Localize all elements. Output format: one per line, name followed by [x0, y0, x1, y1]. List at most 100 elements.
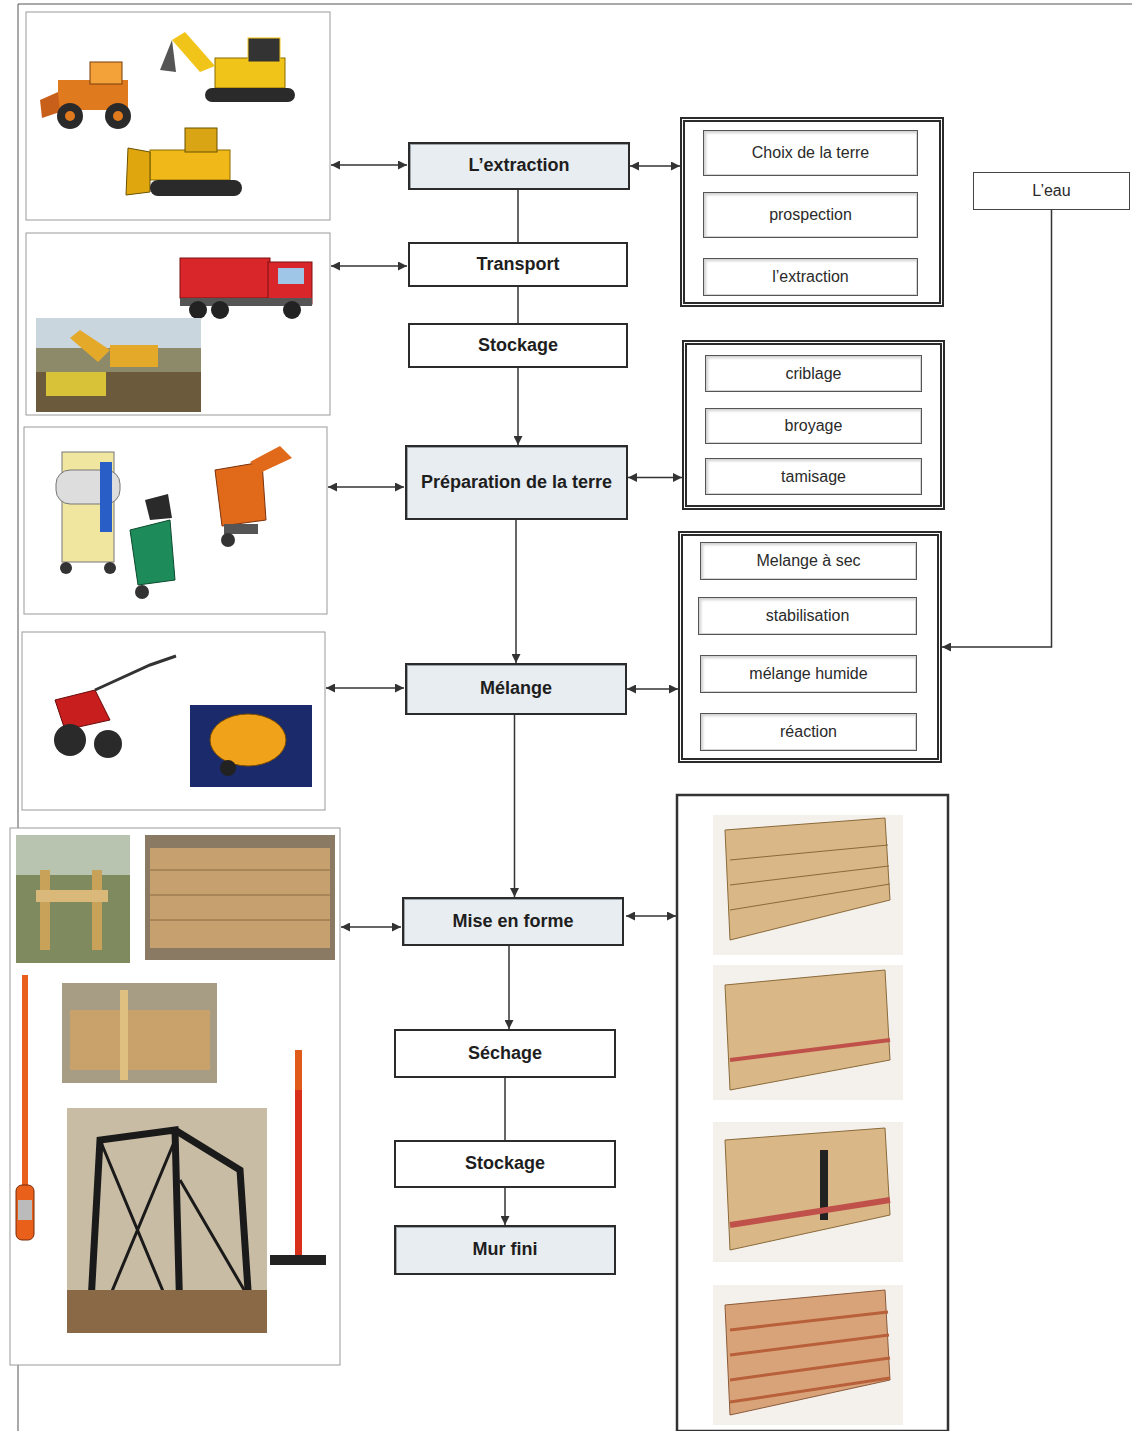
sieve-machine-panel-shape	[130, 520, 175, 585]
flow-connector	[517, 287, 519, 323]
process-box: Préparation de la terre	[405, 445, 628, 520]
machine-photo-panel-shape	[205, 88, 295, 102]
process-box: Mur fini	[394, 1225, 616, 1275]
step-group: Melange à sec stabilisation mélange humide…	[678, 531, 942, 763]
page-frame-shape	[18, 4, 1132, 5]
formwork-render-panel-shape	[725, 970, 890, 1090]
sub-step-box: réaction	[700, 713, 917, 751]
formwork-photo-panel-shape	[36, 890, 108, 902]
machine-photo-panel-shape	[40, 92, 60, 118]
formwork-photo-panel-shape	[70, 1010, 210, 1070]
node-label: Transport	[470, 252, 565, 278]
node-label: Mur fini	[467, 1237, 544, 1263]
machine-photo-panel-shape	[160, 40, 176, 72]
flow-connector	[517, 190, 519, 242]
truck-photo-panel-shape	[36, 318, 201, 348]
truck-photo-panel-shape	[46, 372, 106, 396]
node-label: stabilisation	[760, 604, 856, 627]
sieve-machine-panel-shape	[221, 533, 235, 547]
flow-connector	[515, 520, 517, 663]
node-label: L’eau	[1026, 179, 1076, 202]
process-box: Mise en forme	[402, 897, 624, 946]
node-label: réaction	[774, 720, 843, 743]
sieve-machine-panel-shape	[135, 585, 149, 599]
formwork-photo-panel-shape	[270, 1255, 326, 1265]
formwork-photo-panel-shape	[40, 870, 50, 950]
sub-step-box: l’extraction	[703, 258, 918, 296]
panel-arrow-shape	[331, 164, 407, 166]
formwork-photo-panel-shape	[150, 920, 330, 921]
flow-connector	[514, 715, 516, 897]
sub-step-box: mélange humide	[700, 655, 917, 693]
sub-step-box: Melange à sec	[700, 542, 917, 580]
flow-connector	[504, 1078, 506, 1140]
node-label: Mélange	[474, 676, 558, 702]
formwork-render-panel-shape	[730, 1312, 890, 1402]
truck-photo-panel-shape	[211, 301, 229, 319]
formwork-photo-panel-shape	[145, 835, 335, 960]
flow-connector	[508, 946, 510, 1029]
node-label: prospection	[763, 203, 858, 226]
truck-photo-panel-shape	[189, 301, 207, 319]
flow-connector	[628, 477, 682, 479]
process-box: Transport	[408, 242, 628, 287]
node-label: L’extraction	[462, 153, 575, 179]
node-label: Stockage	[472, 333, 564, 359]
formwork-photo-panel-shape	[18, 1200, 32, 1220]
machine-photo-panel-shape	[150, 150, 230, 180]
sieve-machine-panel-shape	[104, 562, 116, 574]
formwork-render-panel-shape	[730, 845, 890, 910]
formwork-render-panel-shape	[713, 1122, 903, 1262]
formwork-photo-panel-shape	[295, 1050, 302, 1090]
node-label: l’extraction	[766, 265, 854, 288]
formwork-render-panel-shape	[713, 965, 903, 1100]
machine-photo-panel-shape	[65, 111, 75, 121]
truck-photo-panel-shape	[26, 233, 330, 415]
machine-photo-panel-shape	[248, 38, 280, 62]
sub-step-box: broyage	[705, 408, 922, 444]
sieve-machine-panel-shape	[224, 524, 258, 534]
truck-photo-panel-shape	[283, 301, 301, 319]
machine-photo-panel-shape	[113, 111, 123, 121]
process-box: L’extraction	[408, 142, 630, 190]
formwork-photo-panel-shape	[16, 1185, 34, 1240]
mixer-photo-panel-shape	[220, 760, 236, 776]
flow-connector	[504, 1188, 506, 1225]
mixer-photo-panel	[22, 632, 325, 810]
formwork-photo-panel-shape	[16, 835, 130, 963]
mixer-photo-panel-shape	[210, 714, 286, 766]
sieve-machine-panel-shape	[60, 562, 72, 574]
sub-step-box: stabilisation	[698, 597, 917, 635]
formwork-render-panel-shape	[725, 1128, 890, 1250]
truck-photo-panel-shape	[110, 345, 158, 367]
formwork-photo-panel-shape	[62, 983, 217, 1083]
flow-connector	[517, 368, 519, 445]
flow-connector	[630, 165, 680, 167]
formwork-photo-panel-shape	[67, 1108, 267, 1333]
panel-arrow-shape	[326, 687, 404, 689]
sieve-machine-panel-shape	[250, 446, 292, 472]
formwork-photo-panel-shape	[22, 975, 28, 1185]
formwork-photo-panel	[10, 828, 340, 1365]
node-label: criblage	[779, 362, 847, 385]
mixer-photo-panel-shape	[94, 730, 122, 758]
node-label: Choix de la terre	[746, 141, 875, 164]
step-group: Choix de la terre prospection l’extraction	[680, 117, 944, 307]
node-label: Melange à sec	[750, 549, 866, 572]
formwork-photo-panel-shape	[10, 828, 340, 1365]
formwork-render-panel-shape	[730, 1040, 890, 1060]
truck-photo-panel-shape	[36, 318, 201, 412]
formwork-render-panel	[677, 795, 948, 1431]
truck-photo-panel-shape	[36, 372, 201, 412]
panel-arrow-shape	[331, 265, 407, 267]
formwork-photo-panel-shape	[92, 870, 102, 950]
formwork-photo-panel-shape	[150, 848, 330, 948]
node-label: Préparation de la terre	[415, 470, 618, 496]
formwork-render-panel-shape	[725, 818, 890, 940]
truck-photo-panel-shape	[278, 268, 304, 284]
formwork-render-panel-shape	[725, 1290, 890, 1415]
formwork-render-panel-shape	[677, 795, 948, 1431]
